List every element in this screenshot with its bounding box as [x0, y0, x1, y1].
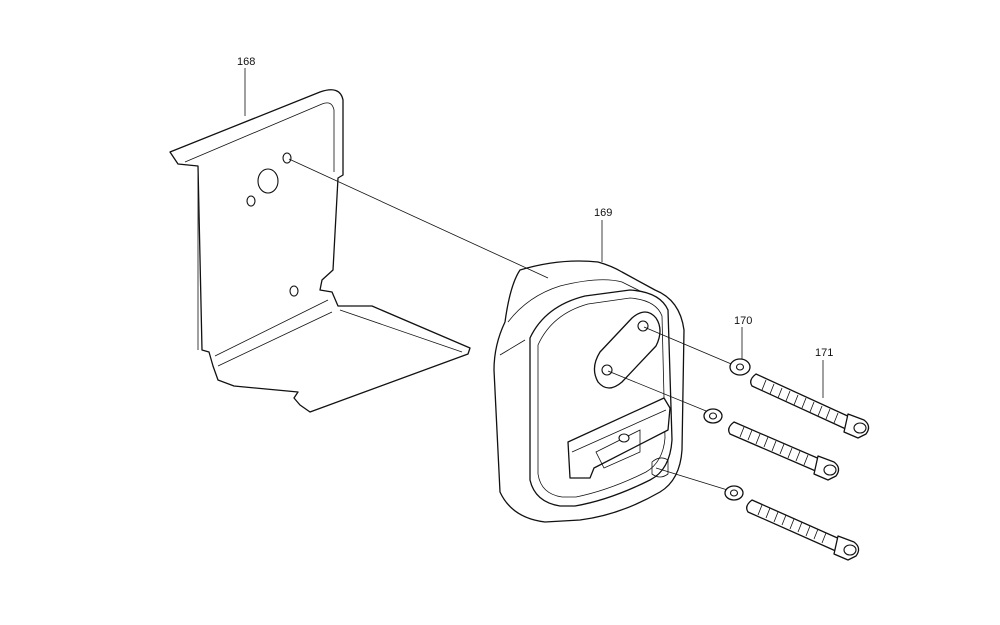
washer-part	[703, 358, 751, 501]
assembly-lines	[244, 68, 824, 493]
screw-part	[728, 373, 870, 561]
bracket-large-hole	[257, 168, 279, 194]
bracket-hole-lower	[289, 285, 299, 297]
washer-2	[703, 408, 723, 424]
callout-170: 170	[734, 315, 752, 327]
washer-3	[724, 485, 744, 501]
screw-3	[746, 499, 860, 561]
muffler-part	[493, 260, 685, 523]
callout-169: 169	[594, 207, 612, 219]
screw-1	[750, 373, 870, 439]
callout-168: 168	[237, 56, 255, 68]
muffler-hole-upper	[637, 320, 649, 332]
callout-171: 171	[815, 347, 833, 359]
screw-2	[728, 421, 840, 481]
bracket-hole-upper	[282, 152, 292, 164]
muffler-hole-lower	[601, 364, 613, 376]
clip-screw-head	[618, 433, 630, 443]
washer-1	[729, 358, 751, 376]
bracket-hole-left	[246, 195, 256, 207]
bracket-part	[169, 89, 471, 413]
